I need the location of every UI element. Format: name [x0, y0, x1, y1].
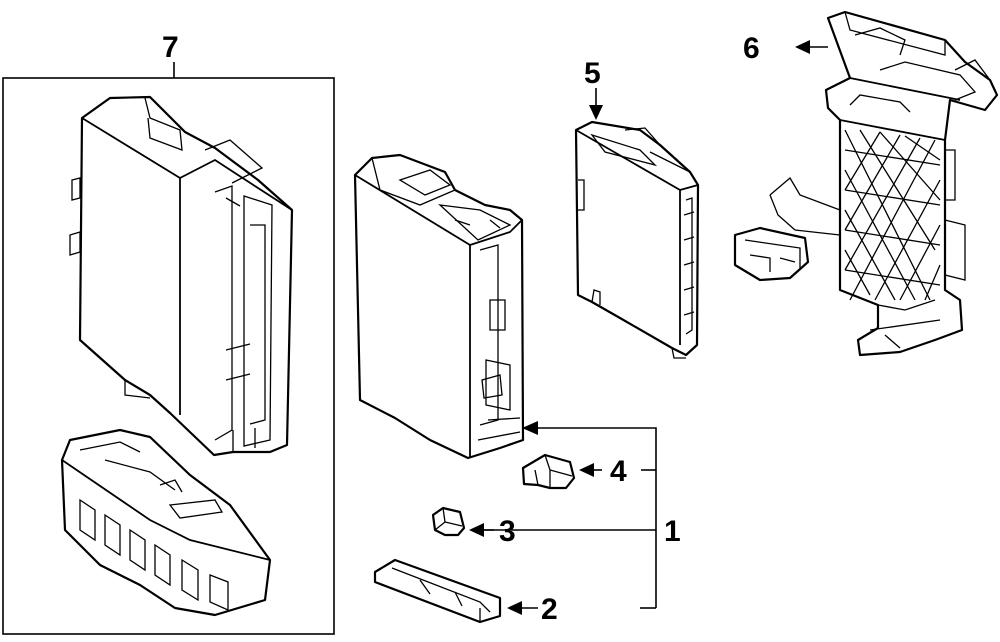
- part-6-bracket: 6: [733, 10, 999, 357]
- callout-3: 3: [499, 515, 516, 548]
- callout-7: 7: [162, 31, 179, 64]
- part-3-clip: 3: [431, 506, 516, 548]
- callout-5: 5: [584, 57, 601, 90]
- part-7-frame: [2, 77, 335, 635]
- part-7-group: 7: [2, 31, 335, 635]
- part-5-module: 5: [574, 57, 700, 359]
- part-2-cover: 2: [373, 558, 558, 626]
- callout-2: 2: [541, 593, 558, 626]
- part-7-control-module: [69, 95, 294, 457]
- callout-6: 6: [743, 32, 760, 65]
- callout-4: 4: [610, 455, 627, 488]
- part-4-relay: 4: [521, 453, 627, 490]
- part-7-connector-block: [60, 428, 272, 617]
- callout-1: 1: [664, 515, 681, 548]
- callout-1-bracket: 1: [483, 421, 681, 609]
- part-1-ecu: [353, 153, 525, 460]
